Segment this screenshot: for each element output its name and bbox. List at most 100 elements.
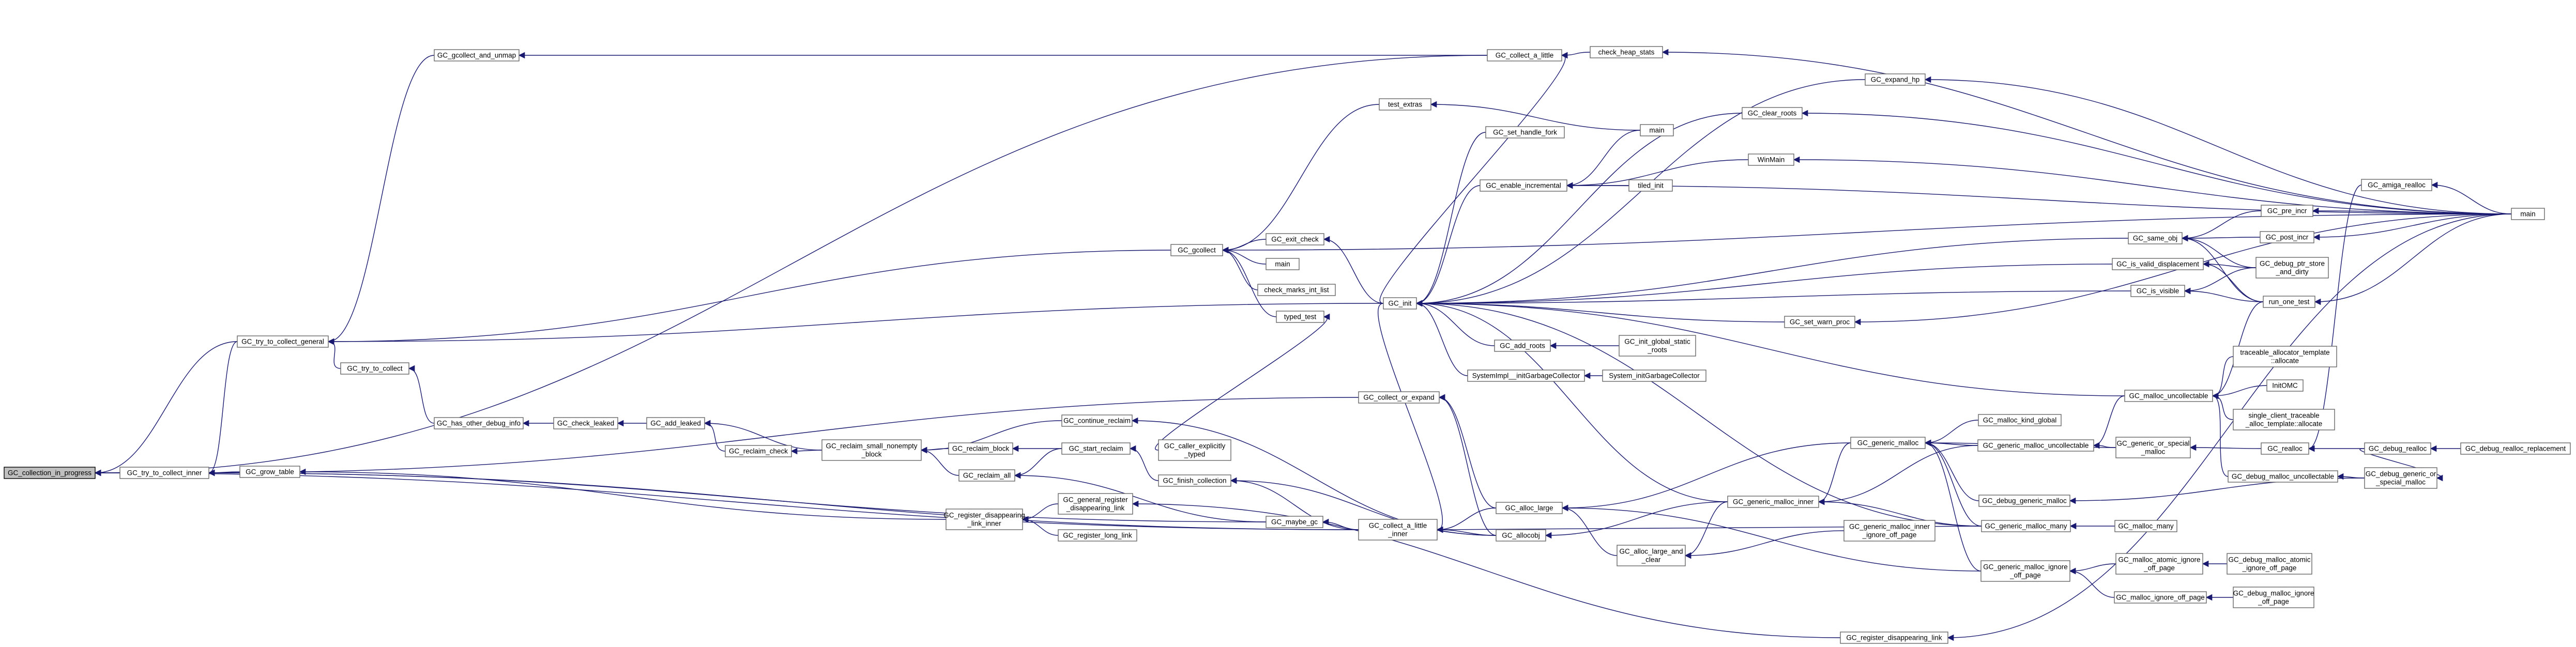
node-gc-is-visible[interactable]: GC_is_visible (2130, 285, 2185, 297)
node-gc-grow-table[interactable]: GC_grow_table (239, 466, 300, 478)
node-typed-test[interactable]: typed_test (1276, 311, 1324, 323)
node-gc-debug-generic-malloc[interactable]: GC_debug_generic_malloc (1978, 495, 2070, 507)
node-gc-allocobj[interactable]: GC_allocobj (1496, 529, 1546, 542)
node-run-one-test[interactable]: run_one_test (2263, 296, 2315, 308)
edge-gc-malloc-uncollectable-to-gc-init (1415, 300, 2125, 396)
node-tiled-init[interactable]: tiled_init (1628, 179, 1673, 192)
node-gc-call-with-alloc-lock-typed[interactable]: GC_caller_explicitly_typed (1158, 439, 1231, 461)
node-gc-pre-incr[interactable]: GC_pre_incr (2261, 205, 2313, 217)
edge-gc-gcollect-and-unmap-to-gc-try-to-collect-general (327, 55, 435, 345)
node-gc-debug-ptr-store-and-dirty[interactable]: GC_debug_ptr_store_and_dirty (2255, 257, 2329, 279)
node-gc-register-disappearing-link[interactable]: GC_register_disappearing_link (1840, 631, 1948, 644)
node-gc-debug-malloc-ignore-off-page[interactable]: GC_debug_malloc_ignore_off_page (2233, 587, 2314, 608)
node-gc-debug-realloc[interactable]: GC_debug_realloc (2364, 442, 2431, 455)
node-gc-expand-hp[interactable]: GC_expand_hp (1865, 73, 1926, 86)
node-system-initgarbagecollector[interactable]: System_initGarbageCollector (1602, 369, 1706, 382)
node-gc-maybe-gc[interactable]: GC_maybe_gc (1266, 516, 1323, 528)
node-gc-add-roots[interactable]: GC_add_roots (1494, 340, 1551, 352)
node-gc-debug-generic-or-special-malloc[interactable]: GC_debug_generic_or_special_malloc (2364, 467, 2437, 489)
node-gc-is-valid-displacement[interactable]: GC_is_valid_displacement (2112, 258, 2204, 270)
node-label: WinMain (1758, 156, 1785, 164)
node-gc-try-to-collect[interactable]: GC_try_to_collect (340, 362, 409, 375)
edge-check-heap-stats-to-gc-collect-a-little (1561, 52, 1591, 59)
node-gc-enable-incremental[interactable]: GC_enable_incremental (1480, 179, 1567, 192)
edge-gc-debug-ptr-store-and-dirty-to-gc-is-visible (2184, 267, 2257, 295)
node-gc-generic-malloc-inner[interactable]: GC_generic_malloc_inner (1727, 496, 1819, 508)
node-gc-generic-malloc-many[interactable]: GC_generic_malloc_many (1981, 520, 2071, 532)
node-gc-collect-a-little[interactable]: GC_collect_a_little (1487, 49, 1562, 61)
node-gc-same-obj[interactable]: GC_same_obj (2128, 232, 2183, 244)
node-gc-reclaim-block[interactable]: GC_reclaim_block (948, 442, 1013, 455)
edge-main-c-to-gc-post-incr (2313, 213, 2512, 241)
node-gc-debug-malloc-atomic-ignore-off-page[interactable]: GC_debug_malloc_atomic_ignore_off_page (2227, 553, 2312, 575)
node-gc-generic-or-special-malloc[interactable]: GC_generic_or_special_malloc (2115, 437, 2191, 458)
node-gc-finish-collection[interactable]: GC_finish_collection (1158, 474, 1231, 487)
node-gc-set-warn-proc[interactable]: GC_set_warn_proc (1784, 316, 1855, 328)
node-gc-clear-roots[interactable]: GC_clear_roots (1742, 107, 1803, 119)
node-gc-malloc-atomic-ignore-off-page[interactable]: GC_malloc_atomic_ignore_off_page (2115, 553, 2203, 575)
node-gc-init[interactable]: GC_init (1383, 297, 1417, 310)
node-gc-try-to-collect-inner[interactable]: GC_try_to_collect_inner (119, 467, 209, 479)
node-gc-debug-malloc-uncollectable[interactable]: GC_debug_malloc_uncollectable (2228, 470, 2338, 483)
node-gc-gcollect-and-unmap[interactable]: GC_gcollect_and_unmap (434, 49, 520, 61)
node-gc-realloc[interactable]: GC_realloc (2261, 442, 2309, 455)
node-systemimpl-initgarbagecollector[interactable]: SystemImpl__initGarbageCollector (1467, 369, 1585, 382)
node-gc-generic-malloc-inner-ignore-off-page[interactable]: GC_generic_malloc_inner_ignore_off_page (1843, 520, 1935, 542)
node-gc-reclaim-check[interactable]: GC_reclaim_check (725, 445, 792, 457)
node-gc-malloc-ignore-off-page[interactable]: GC_malloc_ignore_off_page (2114, 591, 2207, 604)
node-gc-set-handle-fork[interactable]: GC_set_handle_fork (1485, 126, 1565, 138)
node-gc-general-register-disappearing-link[interactable]: GC_general_register_disappearing_link (1058, 493, 1133, 515)
node-gc-generic-malloc[interactable]: GC_generic_malloc (1850, 437, 1926, 449)
node-gc-debug-realloc-replacement[interactable]: GC_debug_realloc_replacement (2460, 442, 2571, 455)
node-label: GC_generic_malloc_many (1985, 522, 2067, 530)
node-gc-gcollect[interactable]: GC_gcollect (1170, 244, 1223, 256)
node-gc-generic-malloc-ignore-off-page[interactable]: GC_generic_malloc_ignore_off_page (1980, 560, 2070, 582)
node-gc-malloc-many[interactable]: GC_malloc_many (2114, 520, 2177, 532)
node-gc-reclaim-small-nonempty-block[interactable]: GC_reclaim_small_nonempty_block (821, 439, 922, 461)
node-gc-reclaim-all[interactable]: GC_reclaim_all (958, 469, 1015, 482)
node-main-b[interactable]: main (1640, 124, 1674, 136)
node-label: GC_caller_explicitly (1164, 442, 1226, 450)
edge-gc-add-roots-to-gc-init (1415, 300, 1495, 346)
node-check-heap-stats[interactable]: check_heap_stats (1590, 46, 1663, 58)
node-gc-continue-reclaim[interactable]: GC_continue_reclaim (1061, 414, 1133, 427)
node-label: GC_is_valid_displacement (2116, 260, 2199, 268)
node-label: traceable_allocator_template (2240, 349, 2329, 357)
node-gc-start-reclaim[interactable]: GC_start_reclaim (1061, 442, 1131, 455)
node-gc-post-incr[interactable]: GC_post_incr (2260, 231, 2314, 243)
node-initomc[interactable]: InitOMC (2266, 379, 2304, 392)
node-gc-malloc-kind-global[interactable]: GC_malloc_kind_global (1978, 414, 2062, 426)
node-gc-add-leaked[interactable]: GC_add_leaked (646, 417, 705, 429)
node-traceable-allocator-allocate[interactable]: traceable_allocator_template::allocate (2233, 346, 2337, 367)
node-single-client-traceable-allocator-allocate[interactable]: single_client_traceable_alloc_template::… (2233, 409, 2335, 430)
node-label: _typed (1184, 451, 1206, 458)
node-gc-alloc-large[interactable]: GC_alloc_large (1496, 502, 1563, 514)
node-gc-register-long-link[interactable]: GC_register_long_link (1058, 529, 1137, 542)
node-test-extras[interactable]: test_extras (1379, 98, 1431, 111)
node-winmain[interactable]: WinMain (1748, 153, 1794, 166)
node-gc-check-leaked[interactable]: GC_check_leaked (553, 417, 618, 429)
node-main-a[interactable]: main (1266, 258, 1300, 270)
node-box (1865, 73, 1926, 86)
node-label: GC_reclaim_small_nonempty (826, 442, 917, 450)
node-gc-init-global-static-roots[interactable]: GC_init_global_static_roots (1619, 335, 1696, 357)
node-gc-exit-check[interactable]: GC_exit_check (1266, 233, 1324, 245)
edge-gc-is-valid-displacement-to-gc-init (1415, 264, 2113, 307)
node-check-marks-int-list[interactable]: check_marks_int_list (1257, 284, 1336, 296)
node-gc-amiga-realloc[interactable]: GC_amiga_realloc (2361, 179, 2432, 191)
node-gc-collect-or-expand[interactable]: GC_collect_or_expand (1358, 391, 1440, 404)
edge-gc-generic-malloc-many-to-gc-generic-malloc (1924, 439, 1982, 527)
edge-gc-is-visible-to-gc-init (1415, 290, 2131, 307)
node-label: GC_try_to_collect_general (241, 338, 324, 346)
node-gc-malloc-uncollectable[interactable]: GC_malloc_uncollectable (2124, 390, 2213, 402)
node-main-c[interactable]: main (2511, 208, 2545, 220)
node-gc-register-disappearing-link-inner[interactable]: GC_register_disappearing_link_inner (943, 509, 1025, 530)
node-label: GC_generic_malloc_inner (1733, 498, 1814, 506)
node-gc-try-to-collect-general[interactable]: GC_try_to_collect_general (237, 335, 329, 348)
node-gc-collect-a-little-inner[interactable]: GC_collect_a_little_inner (1358, 519, 1438, 541)
node-label: GC_exit_check (1271, 236, 1319, 243)
node-gc-has-other-debug-info[interactable]: GC_has_other_debug_info (434, 417, 524, 429)
node-gc-generic-malloc-uncollectable[interactable]: GC_generic_malloc_uncollectable (1977, 439, 2094, 452)
node-gc-alloc-large-and-clear[interactable]: GC_alloc_large_and_clear (1617, 545, 1686, 566)
